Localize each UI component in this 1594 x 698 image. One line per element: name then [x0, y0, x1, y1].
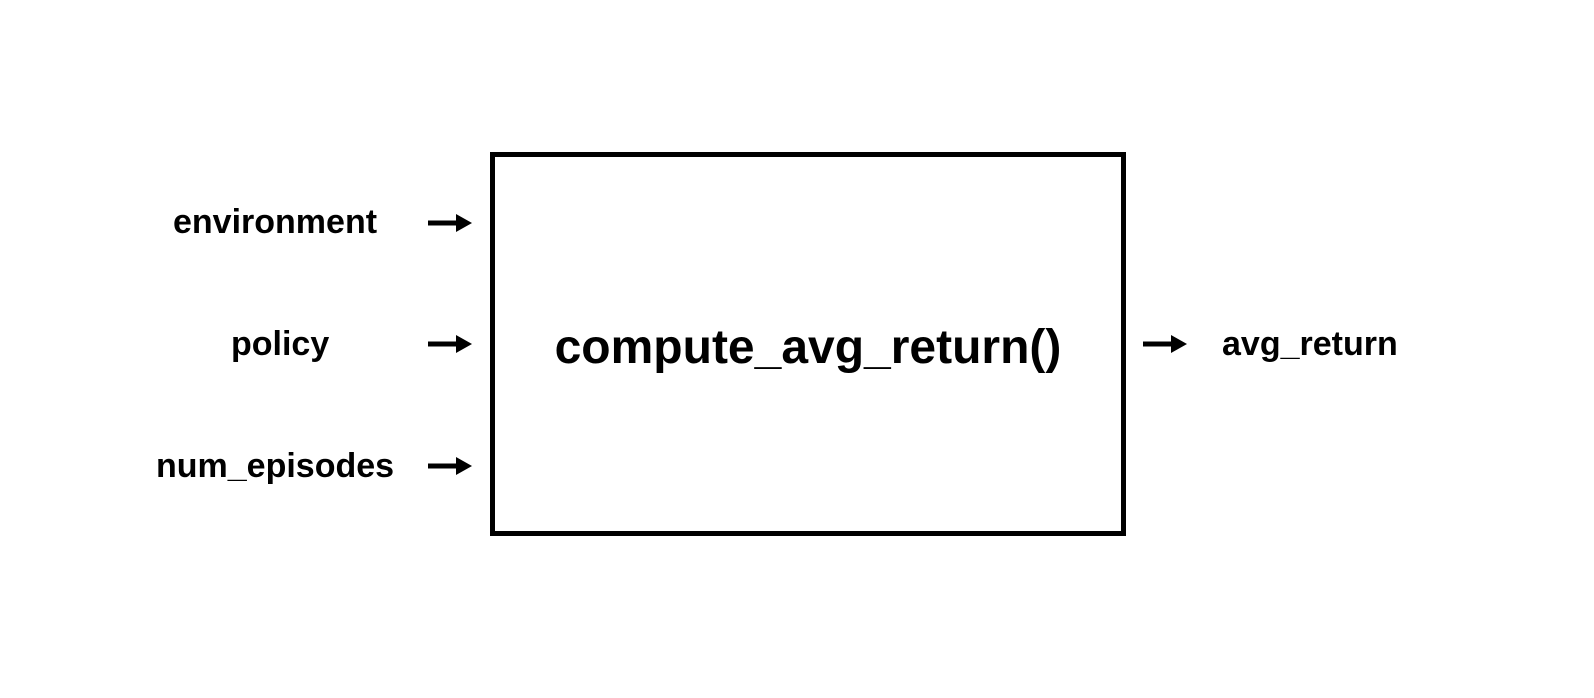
input-label-environment: environment [173, 203, 378, 241]
input-arrow-num-episodes [428, 457, 472, 475]
output-arrow [1143, 335, 1187, 353]
function-box: compute_avg_return() [490, 152, 1126, 536]
input-label-num-episodes: num_episodes [156, 447, 395, 485]
output-label-avg-return: avg_return [1222, 325, 1398, 363]
function-name: compute_avg_return() [554, 321, 1062, 374]
input-label-policy: policy [231, 325, 330, 363]
input-arrow-policy [428, 335, 472, 353]
input-arrow-environment [428, 214, 472, 232]
